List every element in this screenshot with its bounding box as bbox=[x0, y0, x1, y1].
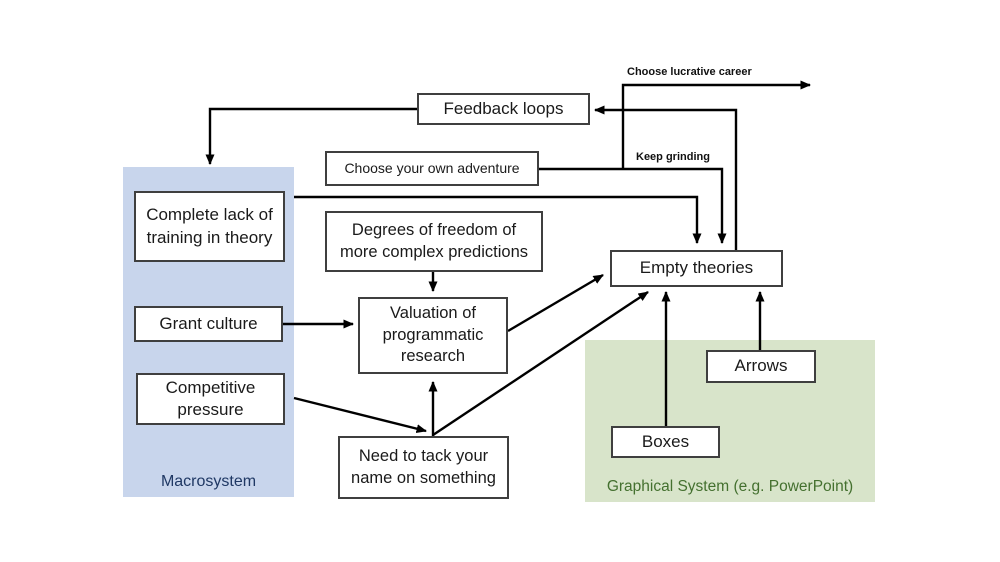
node-arrows: Arrows bbox=[706, 350, 816, 383]
node-need-to-tack-your-name: Need to tack your name on something bbox=[338, 436, 509, 499]
node-boxes: Boxes bbox=[611, 426, 720, 458]
edge-choose-adventure-to-empty-theories bbox=[539, 167, 727, 244]
node-valuation-programmatic-research: Valuation of programmatic research bbox=[358, 297, 508, 374]
node-empty-theories: Empty theories bbox=[610, 250, 783, 287]
choose-lucrative-career-label: Choose lucrative career bbox=[627, 66, 752, 78]
edge-empty-theories-to-feedback-loops bbox=[594, 105, 738, 250]
node-feedback-loops: Feedback loops bbox=[417, 93, 590, 125]
graphical-system-label: Graphical System (e.g. PowerPoint) bbox=[606, 478, 854, 495]
node-complete-lack-of-training: Complete lack of training in theory bbox=[134, 191, 285, 262]
node-grant-culture: Grant culture bbox=[134, 306, 283, 342]
node-competitive-pressure: Competitive pressure bbox=[136, 373, 285, 425]
edge-valuation-to-empty-theories bbox=[507, 273, 604, 333]
node-choose-your-own-adventure: Choose your own adventure bbox=[325, 151, 539, 186]
node-degrees-of-freedom: Degrees of freedom of more complex predi… bbox=[325, 211, 543, 272]
keep-grinding-label: Keep grinding bbox=[636, 151, 710, 163]
macrosystem-label: Macrosystem bbox=[160, 473, 257, 490]
edge-competitive-to-need-tack bbox=[293, 396, 427, 434]
